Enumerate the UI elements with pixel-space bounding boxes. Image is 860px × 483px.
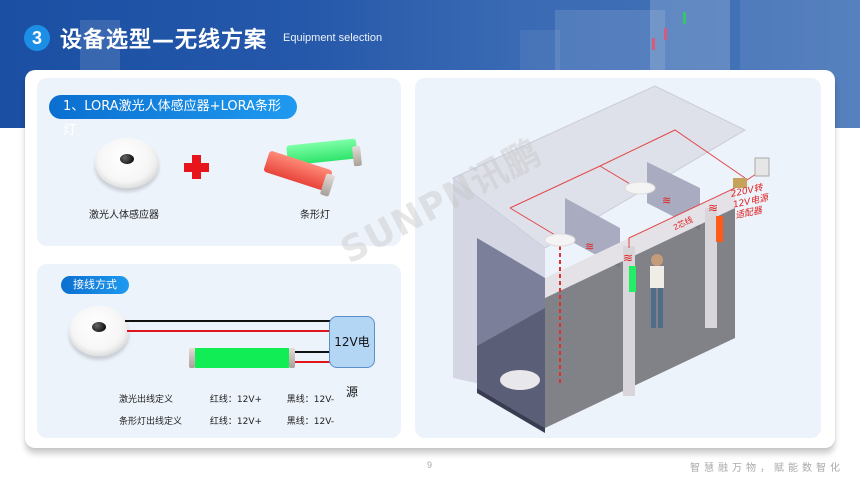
- wifi-signal-icon: ≋: [623, 251, 633, 265]
- installation-diagram-panel: ≋ ≋ ≋ ≋ 2芯线 220V转 12V电源 适配器: [415, 78, 821, 438]
- wiring-panel: 接线方式 12V电源 激光出线定义 红线：12V+ 黑线：12V- 条形灯出线定…: [37, 264, 401, 438]
- wifi-signal-icon: ≋: [585, 241, 594, 253]
- front-frame-top: [545, 188, 735, 298]
- black-wire-definition: 黑线：12V-: [286, 417, 335, 427]
- laser-sensor-ceiling: [624, 181, 656, 195]
- page-title: 设备选型—无线方案: [60, 28, 268, 53]
- wiring-heading-pill: 接线方式: [61, 276, 129, 294]
- bar-light-caption: 条形灯: [300, 210, 330, 221]
- stall-indicator-red: [664, 28, 667, 40]
- page-subtitle: Equipment selection: [283, 32, 383, 44]
- plus-icon-horizontal: [184, 163, 209, 172]
- footer-slogan: 智慧融万物，赋能数智化: [690, 463, 844, 474]
- page-header: 3 设备选型—无线方案 Equipment selection: [24, 22, 382, 54]
- green-status-light: [629, 266, 636, 292]
- person-head: [651, 254, 663, 266]
- squat-toilet-icon: [500, 370, 540, 390]
- bar-light-endcap: [189, 348, 195, 368]
- stall-indicator-red: [652, 38, 655, 50]
- light-wire-definition: 条形灯出线定义 红线：12V+ 黑线：12V-: [119, 414, 334, 427]
- stall-doors: [545, 208, 735, 428]
- bar-light-endcap: [351, 145, 363, 167]
- bar-light-endcap: [289, 348, 295, 368]
- person-shirt: [650, 266, 664, 288]
- sensor-red-wire: [127, 330, 330, 332]
- laser-sensor-icon: [69, 306, 129, 356]
- definition-name: 激光出线定义: [119, 395, 174, 405]
- black-wire-definition: 黑线：12V-: [286, 395, 335, 405]
- wall-socket-icon: [754, 157, 770, 177]
- product-panel: 1、LORA激光人体感应器+LORA条形灯 激光人体感应器 条形灯: [37, 78, 401, 246]
- floor-edge: [477, 388, 545, 433]
- light-black-wire: [295, 351, 330, 353]
- wifi-signal-icon: ≋: [662, 195, 671, 207]
- green-bar-light: [195, 348, 289, 368]
- content-card: 1、LORA激光人体感应器+LORA条形灯 激光人体感应器 条形灯 接线方式: [25, 70, 835, 448]
- sensor-lens-icon: [120, 154, 134, 164]
- sensor-wire-definition: 激光出线定义 红线：12V+ 黑线：12V-: [119, 392, 334, 405]
- page-number: 9: [427, 460, 433, 470]
- orange-status-light: [716, 216, 723, 242]
- sensor-lens-icon: [92, 322, 106, 332]
- stall-indicator-green: [683, 12, 686, 24]
- light-red-wire: [295, 361, 330, 363]
- power-adapter-icon: [733, 178, 747, 188]
- section-number-badge: 3: [24, 25, 50, 51]
- laser-sensor-ceiling: [544, 233, 576, 247]
- person-leg: [658, 288, 663, 328]
- 2-core-cable: [628, 167, 766, 248]
- sensor-black-wire: [125, 320, 330, 322]
- person-leg: [651, 288, 656, 328]
- definition-name: 条形灯出线定义: [119, 417, 183, 427]
- ceiling-wiring: [509, 129, 746, 209]
- wifi-signal-icon: ≋: [708, 201, 718, 215]
- laser-sensor-caption: 激光人体感应器: [89, 210, 159, 221]
- restroom-stall-diagram: ≋ ≋ ≋ ≋: [452, 85, 770, 433]
- door-pillar: [705, 208, 717, 328]
- product-heading-pill: 1、LORA激光人体感应器+LORA条形灯: [49, 95, 297, 138]
- red-wire-definition: 红线：12V+: [209, 395, 263, 405]
- red-wire-definition: 红线：12V+: [209, 417, 263, 427]
- power-supply-box: 12V电源: [329, 316, 375, 399]
- stall-floor: [477, 308, 545, 428]
- laser-sensor-icon: [95, 138, 159, 188]
